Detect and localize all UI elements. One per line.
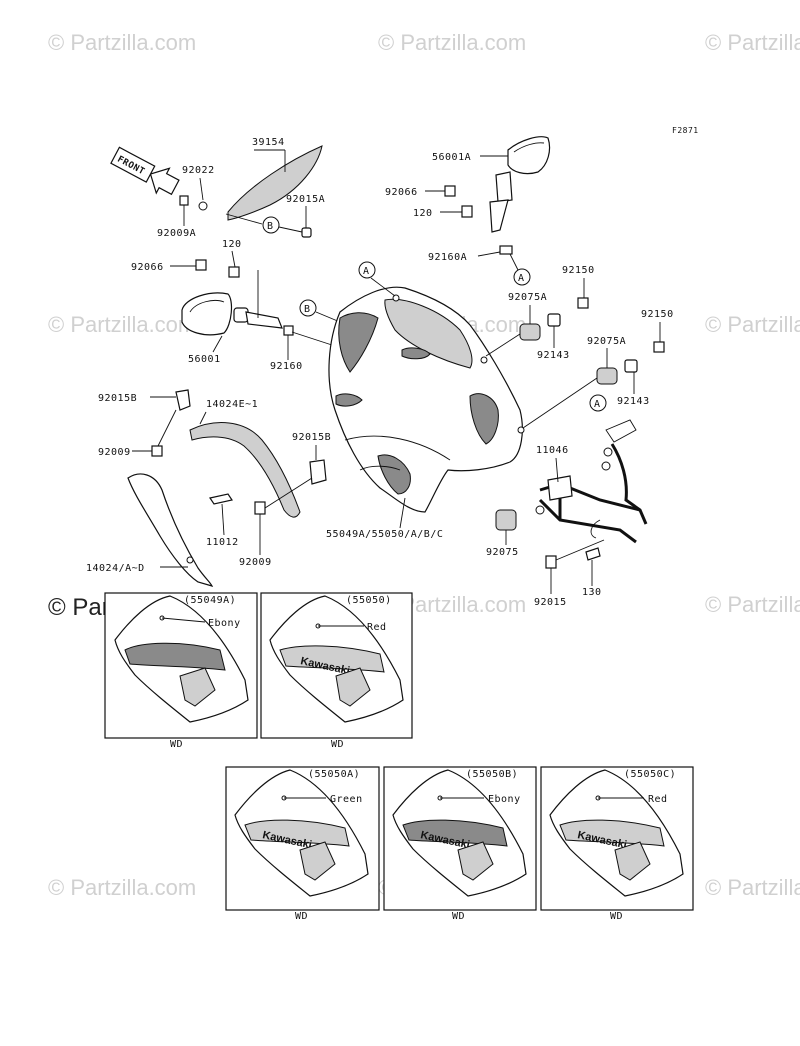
label-92015A: 92015A bbox=[286, 194, 325, 205]
watermark-9: © Partzilla.com bbox=[48, 875, 196, 900]
variant-note-55050A: WD bbox=[295, 911, 308, 922]
callout-b-2: B bbox=[304, 304, 311, 315]
label-92009A: 92009A bbox=[157, 228, 196, 239]
variant-color-55049A: Ebony bbox=[208, 618, 241, 629]
label-92015: 92015 bbox=[534, 597, 567, 608]
variant-55050A: (55050A) Kawasaki Green WD bbox=[225, 766, 380, 922]
variant-55049A: (55049A) Ebony WD bbox=[104, 592, 258, 750]
variant-color-55050C: Red bbox=[648, 794, 668, 805]
variant-note-55049A: WD bbox=[170, 739, 183, 750]
variant-code-55050C: (55050C) bbox=[624, 769, 676, 780]
callout-b-1: B bbox=[267, 221, 274, 232]
variant-note-55050C: WD bbox=[610, 911, 623, 922]
label-92066-right: 92066 bbox=[385, 187, 418, 198]
label-92150-a: 92150 bbox=[562, 265, 595, 276]
label-92015B-left: 92015B bbox=[98, 393, 137, 404]
label-14024E: 14024E~1 bbox=[206, 399, 258, 410]
label-92075A-a: 92075A bbox=[508, 292, 547, 303]
variant-color-55050B: Ebony bbox=[488, 794, 521, 805]
label-92143-b: 92143 bbox=[617, 396, 650, 407]
label-92075A-b: 92075A bbox=[587, 336, 626, 347]
variant-code-55050A: (55050A) bbox=[308, 769, 360, 780]
variant-55050C: (55050C) Kawasaki Red WD bbox=[540, 766, 694, 922]
inner-cover-39154 bbox=[198, 145, 323, 221]
label-56001: 56001 bbox=[188, 354, 221, 365]
variant-code-55050B: (55050B) bbox=[466, 769, 518, 780]
watermark-4: © Partzilla.com bbox=[48, 312, 196, 337]
callout-a-3: A bbox=[594, 399, 601, 410]
figure-code: F2871 bbox=[672, 126, 699, 135]
label-14024: 14024/A~D bbox=[86, 563, 145, 574]
label-92160A: 92160A bbox=[428, 252, 467, 263]
right-mirror bbox=[489, 136, 551, 233]
variant-note-55050: WD bbox=[331, 739, 344, 750]
label-39154: 39154 bbox=[252, 137, 285, 148]
label-92143-a: 92143 bbox=[537, 350, 570, 361]
label-92066-left: 92066 bbox=[131, 262, 164, 273]
callout-a-2: A bbox=[518, 273, 525, 284]
label-92160: 92160 bbox=[270, 361, 303, 372]
label-92009-mid: 92009 bbox=[239, 557, 272, 568]
label-56001A: 56001A bbox=[432, 152, 471, 163]
front-arrow: FRONT bbox=[110, 146, 180, 196]
variant-code-55050: (55050) bbox=[346, 595, 392, 606]
label-120-left: 120 bbox=[222, 239, 242, 250]
main-upper-cowl bbox=[328, 286, 525, 513]
left-mirror bbox=[181, 270, 283, 336]
label-120-right: 120 bbox=[413, 208, 433, 219]
watermark-8: © Partzilla.com bbox=[705, 592, 800, 617]
label-11046: 11046 bbox=[536, 445, 569, 456]
watermark-2: © Partzilla.com bbox=[378, 30, 526, 55]
variant-55050B: (55050B) Kawasaki Ebony WD bbox=[383, 766, 537, 922]
variant-code-55049A: (55049A) bbox=[184, 595, 236, 606]
label-92075: 92075 bbox=[486, 547, 519, 558]
label-92022: 92022 bbox=[182, 165, 215, 176]
stay-bracket bbox=[535, 419, 648, 544]
variant-55050: (55050) Kawasaki Red WD bbox=[260, 592, 413, 750]
watermark-6: © Partzilla.com bbox=[705, 312, 800, 337]
label-55049A: 55049A/55050/A/B/C bbox=[326, 529, 443, 540]
label-11012: 11012 bbox=[206, 537, 239, 548]
callout-a-1: A bbox=[363, 266, 370, 277]
label-92150-b: 92150 bbox=[641, 309, 674, 320]
label-92015B-mid: 92015B bbox=[292, 432, 331, 443]
inner-cover-14024E bbox=[189, 422, 301, 518]
variant-note-55050B: WD bbox=[452, 911, 465, 922]
watermark-11: © Partzilla.com bbox=[705, 875, 800, 900]
label-130: 130 bbox=[582, 587, 602, 598]
variant-color-55050: Red bbox=[367, 622, 387, 633]
watermark-3: © Partzilla.com bbox=[705, 30, 800, 55]
watermark-1: © Partzilla.com bbox=[48, 30, 196, 55]
label-92009-left: 92009 bbox=[98, 447, 131, 458]
variant-color-55050A: Green bbox=[330, 794, 363, 805]
